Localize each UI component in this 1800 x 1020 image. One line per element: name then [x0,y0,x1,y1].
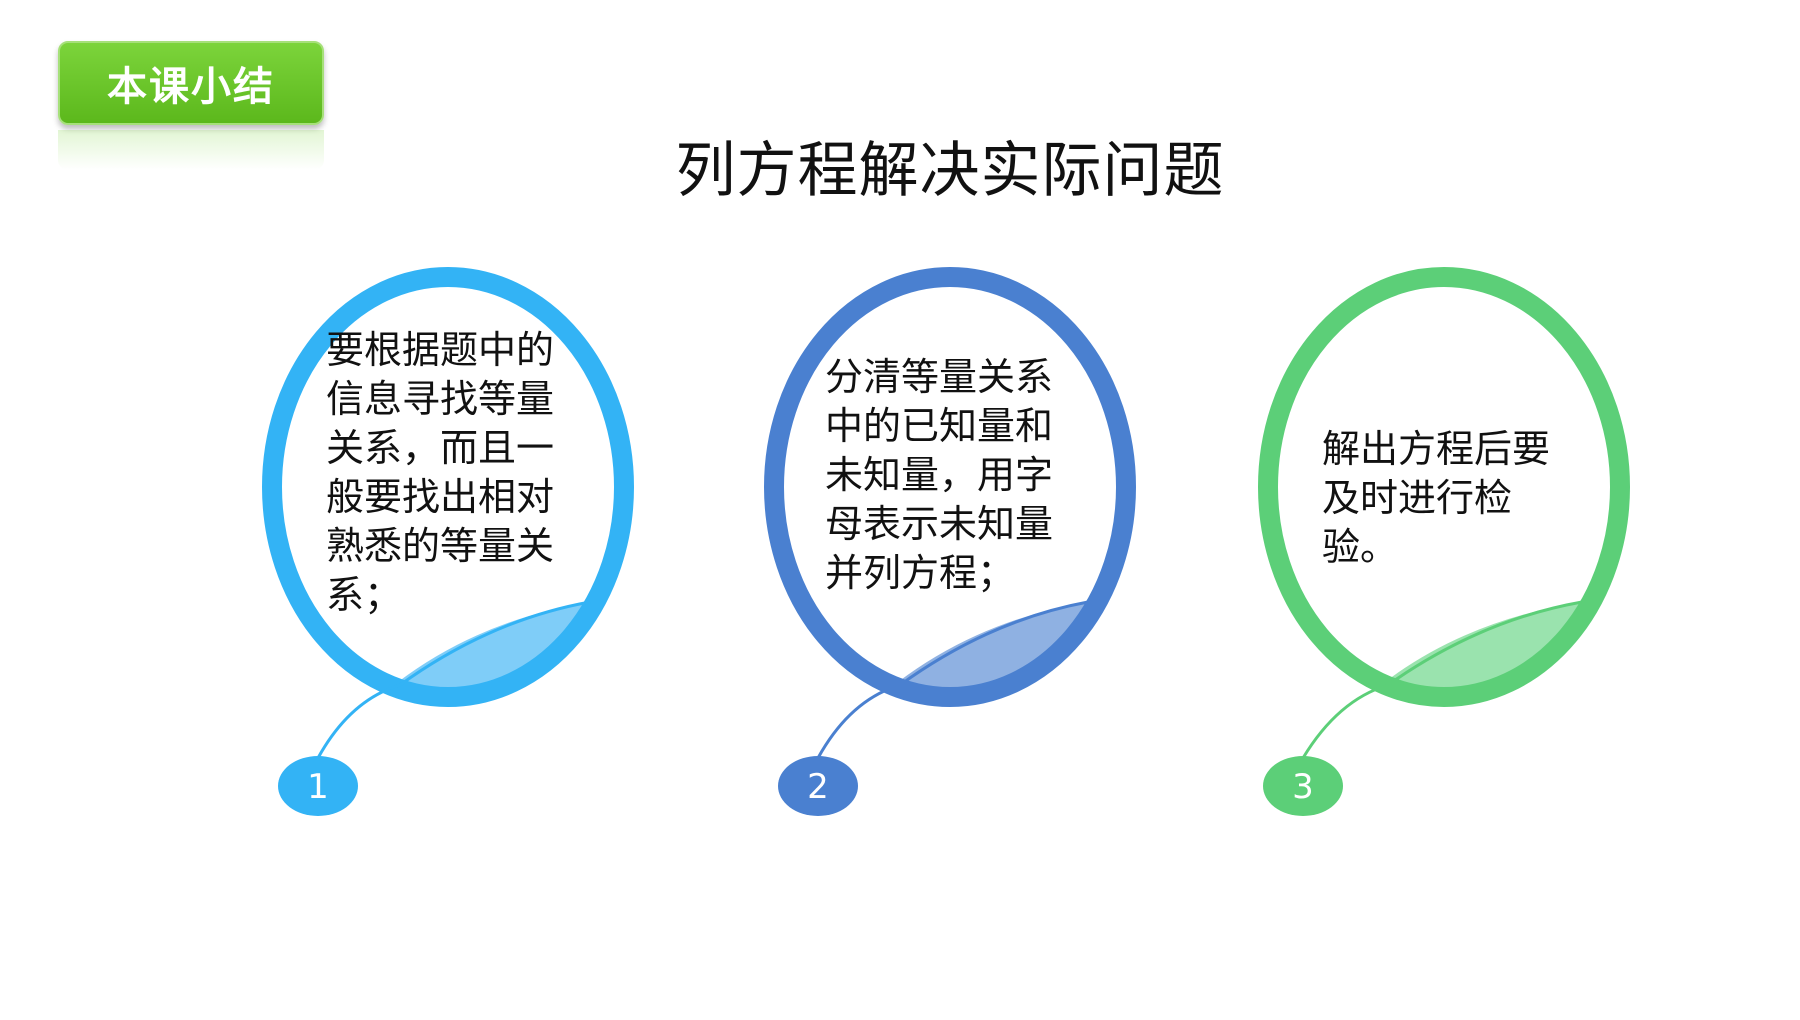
step-1-number-circle [278,756,358,816]
step-3-leaf [1385,602,1582,701]
step-1-stem [316,600,591,759]
step-2-graphic: 2 [764,267,1136,816]
step-1-leaf [398,602,590,701]
step-2-number: 2 [807,767,829,807]
step-3-number: 3 [1292,767,1314,807]
step-1-graphic: 1 [262,267,634,816]
step-3-number-circle [1263,756,1343,816]
step-1-text: 要根据题中的信息寻找等量关系，而且一般要找出相对熟悉的等量关系； [326,328,555,617]
step-2-ring [764,267,1136,707]
page-title: 列方程解决实际问题 [675,136,1225,206]
step-2-text: 分清等量关系中的已知量和未知量，用字母表示未知量并列方程； [825,355,1054,595]
step-2-number-circle [778,756,858,816]
step-2-stem [816,600,1089,759]
step-2-leaf [898,602,1088,701]
summary-badge: 本课小结 [58,41,324,125]
badge-label: 本课小结 [107,64,275,110]
step-1-ring [262,267,634,707]
step-3-text: 解出方程后要及时进行检验。 [1322,427,1551,569]
step-1-number: 1 [307,767,329,807]
badge-reflection [58,130,324,170]
step-3-graphic: 3 [1258,267,1630,816]
step-3-stem [1301,600,1583,759]
step-3-ring [1258,267,1630,707]
